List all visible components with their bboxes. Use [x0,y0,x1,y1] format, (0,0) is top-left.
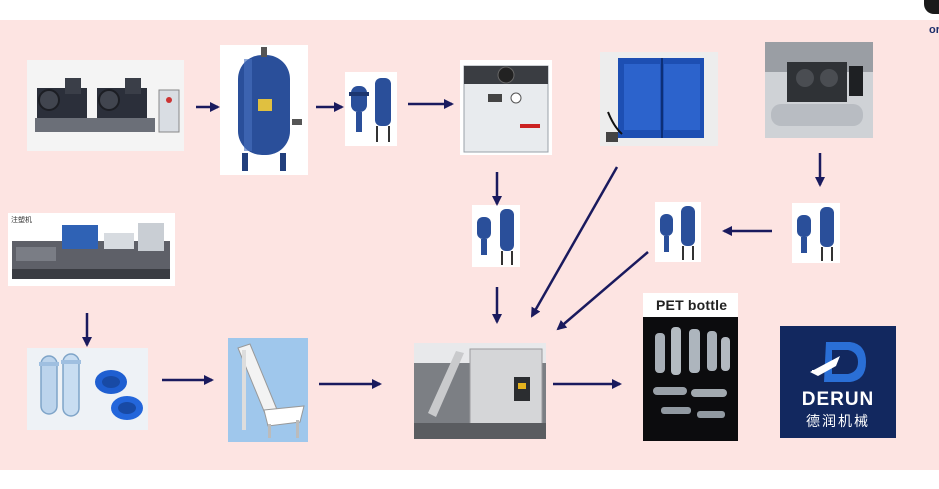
high-pressure-compressor-icon [765,42,873,138]
injection-machine-label: 注塑机 [11,217,32,224]
air-dryer-icon [460,60,552,155]
top-bar [0,0,939,20]
air-compressor-icon [27,60,184,151]
logo-chinese: 德润机械 [806,413,870,429]
conveyor-icon [228,338,308,442]
filter-icon [792,203,840,263]
filter-icon [655,202,701,262]
filter-icon [472,205,520,267]
blow-molding-machine-icon [414,343,546,439]
logo-name: DERUN [801,389,875,410]
pet-bottle-label: PET bottle [656,297,728,313]
filter-icon [345,72,397,146]
edge-text: or [929,24,939,36]
arrow-filter-to-blower-2 [556,251,649,331]
derun-logo-icon [780,326,896,438]
window-corner [924,0,939,14]
arrow-chiller-to-blower [530,166,619,318]
pet-bottles-icon [643,293,738,441]
chiller-icon [600,52,718,146]
air-tank-icon [220,45,308,175]
preform-icon [27,348,148,430]
injection-machine-icon: 注塑机 [8,213,175,286]
